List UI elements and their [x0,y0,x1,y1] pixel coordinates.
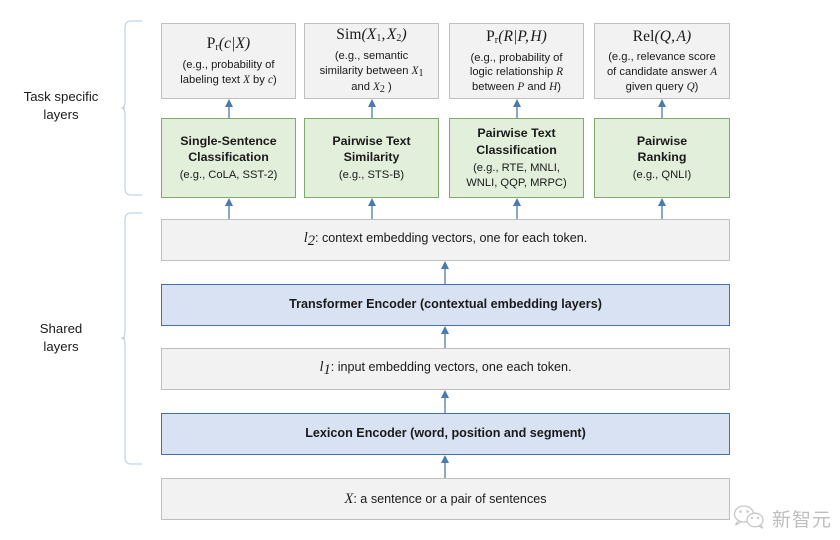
watermark-text: 新智元 [771,509,832,531]
output-relevance-formula: Rel(Q, A) [632,28,692,46]
arrow-task-to-output-2 [365,99,379,118]
label-task-specific-line1: Task specific [23,89,99,104]
task-box-single-sentence-classification[interactable]: Single-Sentence Classification (e.g., Co… [161,118,296,198]
brace-shared [121,212,143,465]
task-1-title: Single-Sentence Classification [180,133,277,165]
input-embedding-label: l1: input embedding vectors, one each to… [319,359,572,379]
task-1-examples: (e.g., CoLA, SST-2) [179,169,278,182]
transformer-encoder-label: Transformer Encoder (contextual embeddin… [289,297,602,312]
arrow-context-to-task-3 [510,198,524,219]
label-shared-line2: layers [43,338,79,354]
label-shared-line1: Shared [39,321,83,336]
wechat-logo-icon [732,503,766,534]
output-classification-formula: Pr(c|X) [206,35,251,54]
arrow-input-to-lexicon [438,455,452,479]
shared-box-lexicon-encoder[interactable]: Lexicon Encoder (word, position and segm… [161,413,730,455]
label-shared-layers: Shared layers [6,320,116,356]
output-similarity-formula: Sim(X1, X2) [336,26,407,45]
shared-box-input-embedding: l1: input embedding vectors, one each to… [161,348,730,390]
arrow-task-to-output-4 [655,99,669,118]
task-box-pairwise-text-classification[interactable]: Pairwise Text Classification (e.g., RTE,… [449,118,584,198]
context-embedding-label: l2: context embedding vectors, one for e… [303,230,588,250]
input-sentence-label: X: a sentence or a pair of sentences [344,490,547,507]
label-task-specific-line2: layers [43,106,79,122]
arrow-lexicon-to-input-embedding [438,390,452,414]
arrow-context-to-task-2 [365,198,379,219]
task-2-title: Pairwise Text Similarity [332,133,411,165]
arrow-task-to-output-1 [222,99,236,118]
arrow-context-to-task-4 [655,198,669,219]
task-2-examples: (e.g., STS-B) [338,169,405,182]
arrow-input-embedding-to-transformer [438,326,452,349]
task-box-pairwise-text-similarity[interactable]: Pairwise Text Similarity (e.g., STS-B) [304,118,439,198]
shared-box-input-sentence: X: a sentence or a pair of sentences [161,478,730,520]
task-box-pairwise-ranking[interactable]: Pairwise Ranking (e.g., QNLI) [594,118,730,198]
shared-box-transformer-encoder[interactable]: Transformer Encoder (contextual embeddin… [161,284,730,326]
arrow-task-to-output-3 [510,99,524,118]
watermark: 新智元 [732,503,832,534]
task-4-examples: (e.g., QNLI) [632,169,692,182]
task-4-title: Pairwise Ranking [636,133,688,165]
brace-task-specific [121,20,143,196]
task-3-title: Pairwise Text Classification [476,126,557,157]
label-task-specific-layers: Task specific layers [6,88,116,124]
shared-box-context-embedding: l2: context embedding vectors, one for e… [161,219,730,261]
task-3-examples: (e.g., RTE, MNLI, WNLI, QQP, MRPC) [466,161,567,189]
arrow-transformer-to-context [438,261,452,284]
lexicon-encoder-label: Lexicon Encoder (word, position and segm… [305,426,586,441]
output-logic-formula: Pr(R|P, H) [486,27,547,46]
arrow-context-to-task-1 [222,198,236,219]
